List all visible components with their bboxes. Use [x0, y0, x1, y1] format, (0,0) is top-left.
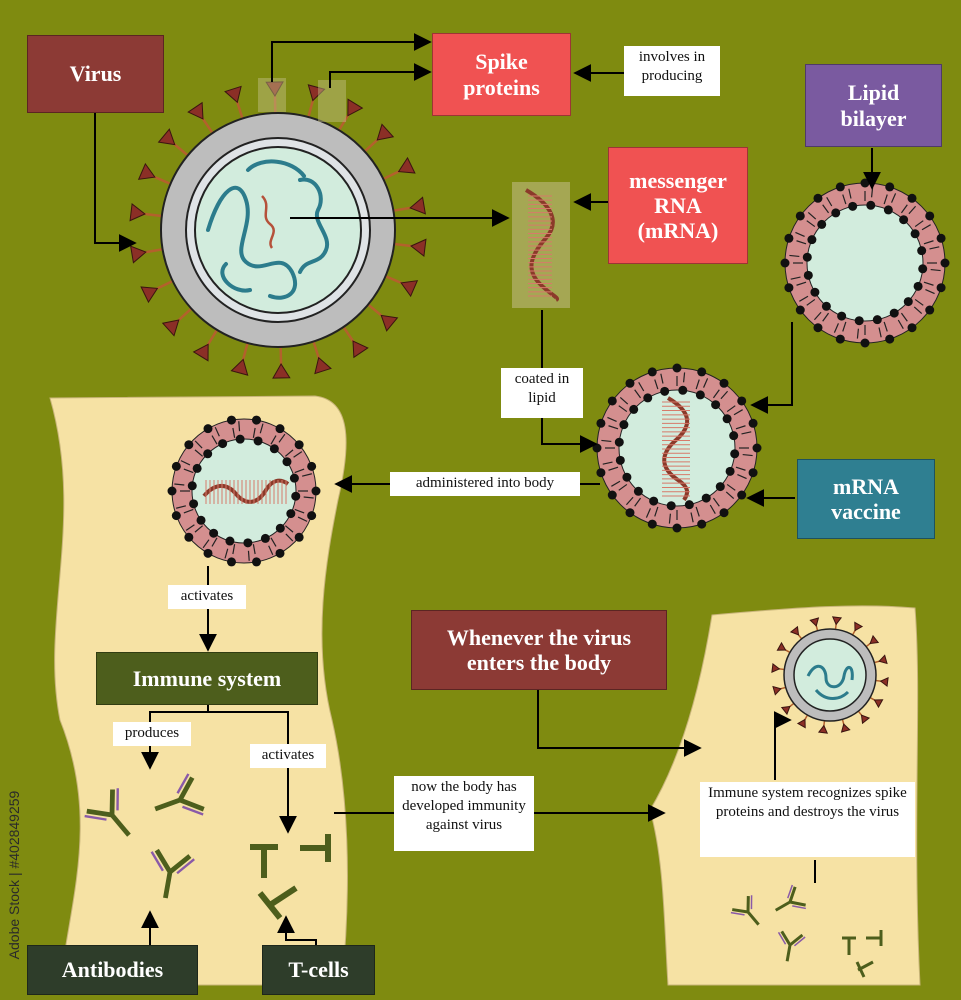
vaccine-sphere — [592, 363, 762, 533]
messenger-rna-box: messenger RNA (mRNA) — [608, 147, 748, 264]
antibodies-box: Antibodies — [27, 945, 198, 995]
t-cells-illustration-right — [842, 930, 883, 978]
label-administered-into-body: administered into body — [390, 472, 580, 496]
vaccine-sphere-in-body — [167, 415, 321, 567]
watermark: Adobe Stock | #402849259 — [6, 790, 22, 960]
label-activates-tcells: activates — [250, 744, 326, 768]
mrna-vaccine-box: mRNA vaccine — [797, 459, 935, 539]
lipid-bilayer-box: Lipid bilayer — [805, 64, 942, 147]
spike-highlight-2 — [318, 80, 346, 122]
small-virus — [771, 616, 889, 734]
whenever-virus-box: Whenever the virus enters the body — [411, 610, 667, 690]
virus-box: Virus — [27, 35, 164, 113]
label-produces: produces — [113, 722, 191, 746]
antibodies-illustration — [84, 773, 205, 899]
virus-particle — [129, 81, 427, 379]
spike-highlight-1 — [258, 78, 286, 112]
t-cells-box: T-cells — [262, 945, 375, 995]
antibodies-illustration-right — [730, 884, 806, 962]
spike-proteins-box: Spike proteins — [432, 33, 571, 116]
t-cells-illustration — [250, 834, 331, 920]
label-coated-in-lipid: coated in lipid — [501, 368, 583, 418]
label-activates-immune: activates — [168, 585, 246, 609]
label-immune-recognizes: Immune system recognizes spike proteins … — [700, 782, 915, 857]
label-immunity-developed: now the body has developed immunity agai… — [394, 776, 534, 851]
immune-system-box: Immune system — [96, 652, 318, 705]
mrna-strand — [512, 182, 570, 308]
label-involves-in-producing: involves in producing — [624, 46, 720, 96]
lipid-sphere — [780, 178, 950, 348]
